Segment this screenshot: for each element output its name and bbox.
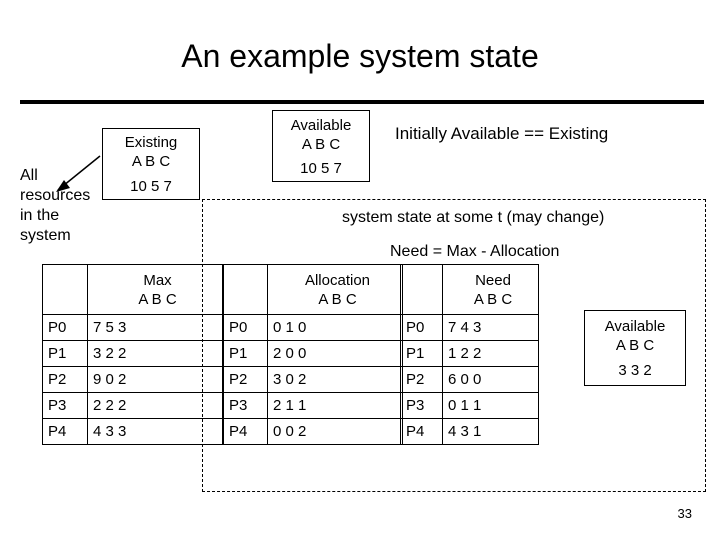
all-resources-line: resources <box>20 187 91 204</box>
process-cell: P0 <box>400 314 443 341</box>
all-resources-line: system <box>20 227 71 244</box>
values-cell: 0 1 0 <box>267 314 403 341</box>
values-cell: 7 4 3 <box>442 314 539 341</box>
available-side-box: Available A B C 3 3 2 <box>584 310 686 386</box>
process-cell: P4 <box>42 418 88 445</box>
available-top-cols: A B C <box>301 136 341 153</box>
all-resources-line: in the <box>20 207 60 224</box>
need-label: Need <box>475 271 511 289</box>
values-cell: 6 0 0 <box>442 366 539 393</box>
need-formula: Need = Max - Allocation <box>390 243 560 260</box>
need-header: Need A B C <box>442 264 539 315</box>
need-cols: A B C <box>473 290 513 308</box>
page-title: An example system state <box>181 38 539 74</box>
system-state-note: system state at some t (may change) <box>342 209 605 226</box>
process-cell: P2 <box>400 366 443 393</box>
available-top-box: Available A B C 10 5 7 <box>272 110 370 182</box>
values-cell: 3 0 2 <box>267 366 403 393</box>
existing-box: Existing A B C 10 5 7 <box>102 128 200 200</box>
allocation-header-blank <box>223 264 268 315</box>
process-cell: P1 <box>223 340 268 367</box>
process-cell: P4 <box>223 418 268 445</box>
existing-values: 10 5 7 <box>130 178 172 195</box>
existing-label: Existing <box>124 134 178 151</box>
values-cell: 7 5 3 <box>87 314 223 341</box>
values-cell: 2 0 0 <box>267 340 403 367</box>
allocation-label: Allocation <box>304 271 371 289</box>
values-cell: 9 0 2 <box>87 366 223 393</box>
available-side-cols: A B C <box>615 337 655 354</box>
page-number: 33 <box>677 506 692 521</box>
process-cell: P1 <box>42 340 88 367</box>
values-cell: 1 2 2 <box>442 340 539 367</box>
process-cell: P2 <box>42 366 88 393</box>
available-top-label: Available <box>290 117 352 134</box>
process-cell: P2 <box>223 366 268 393</box>
all-resources-line: All <box>20 167 38 184</box>
existing-cols: A B C <box>131 153 171 170</box>
available-top-values: 10 5 7 <box>300 160 342 177</box>
available-side-label: Available <box>604 318 666 335</box>
initially-note: Initially Available == Existing <box>395 124 609 143</box>
process-cell: P3 <box>42 392 88 419</box>
process-cell: P3 <box>400 392 443 419</box>
process-cell: P1 <box>400 340 443 367</box>
need-header-blank <box>400 264 443 315</box>
process-cell: P3 <box>223 392 268 419</box>
title-rule <box>20 100 704 104</box>
values-cell: 0 1 1 <box>442 392 539 419</box>
values-cell: 2 2 2 <box>87 392 223 419</box>
values-cell: 2 1 1 <box>267 392 403 419</box>
process-cell: P0 <box>42 314 88 341</box>
max-header-blank <box>42 264 88 315</box>
available-side-values: 3 3 2 <box>618 362 652 379</box>
max-header: Max A B C <box>87 264 223 315</box>
process-cell: P4 <box>400 418 443 445</box>
values-cell: 3 2 2 <box>87 340 223 367</box>
values-cell: 4 3 3 <box>87 418 223 445</box>
allocation-cols: A B C <box>318 290 357 308</box>
process-cell: P0 <box>223 314 268 341</box>
values-cell: 0 0 2 <box>267 418 403 445</box>
values-cell: 4 3 1 <box>442 418 539 445</box>
max-label: Max <box>143 271 172 289</box>
all-resources-label: All resources in the system <box>20 166 90 246</box>
max-cols: A B C <box>138 290 177 308</box>
allocation-header: Allocation A B C <box>267 264 403 315</box>
